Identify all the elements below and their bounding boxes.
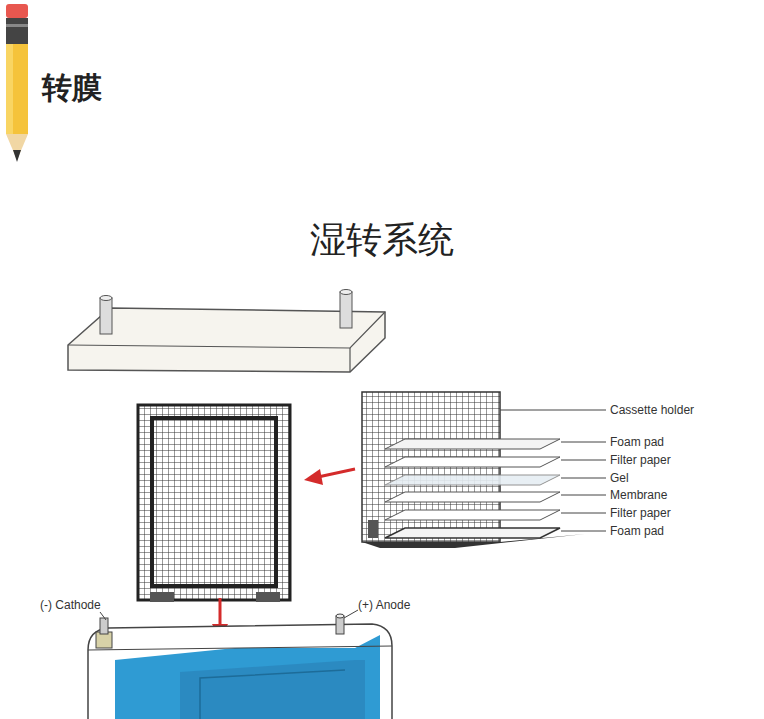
electrode-label: (-) Cathode [40,598,101,612]
part-label: Foam pad [610,435,664,449]
pencil-icon [6,4,28,162]
electrode-label: (+) Anode [358,598,410,612]
part-label: Foam pad [610,524,664,538]
part-label: Filter paper [610,453,671,467]
diagram-title: 湿转系统 [310,216,454,265]
cassette-exploded [362,392,585,548]
part-label: Gel [610,471,629,485]
part-label: Membrane [610,488,667,502]
tank-lid [68,290,385,373]
part-label: Cassette holder [610,403,694,417]
cassette-front [138,405,290,602]
leader-lines [500,410,606,531]
slide-heading: 转膜 [42,68,102,109]
buffer-tank [88,610,392,719]
part-label: Filter paper [610,506,671,520]
assembly-arrows [212,469,355,640]
